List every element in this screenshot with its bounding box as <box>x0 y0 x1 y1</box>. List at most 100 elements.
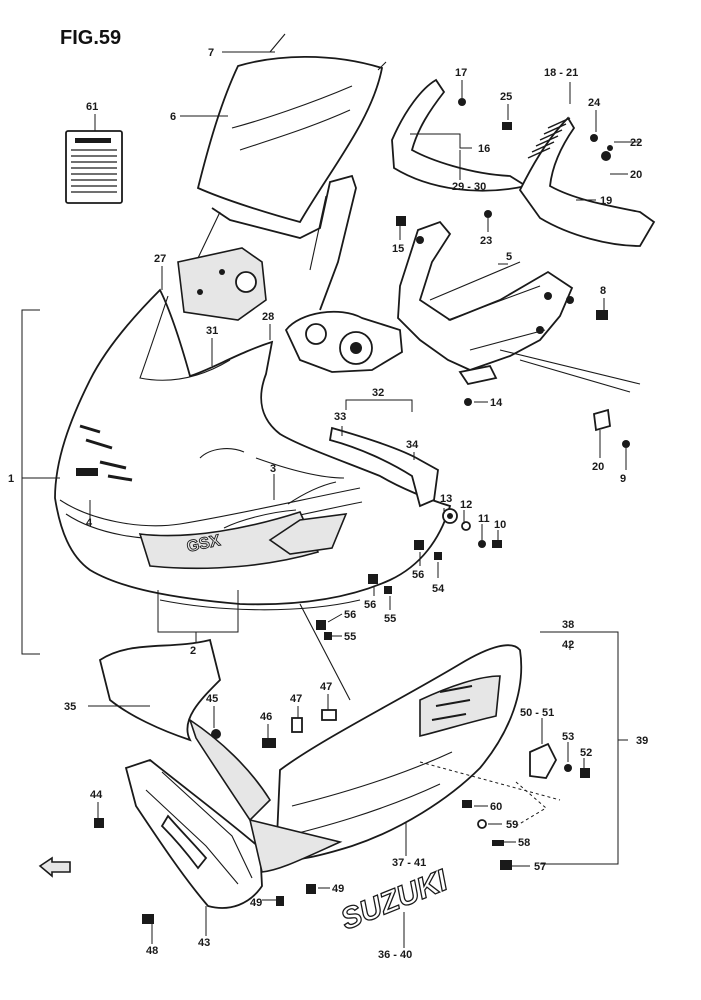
bolt-45 <box>211 729 221 739</box>
figure-title: FIG.59 <box>60 27 121 49</box>
grommet-46 <box>262 738 276 748</box>
label-55a: 55 <box>384 613 396 625</box>
part-1-upper-cowling: GSX <box>54 288 452 606</box>
grommet-47b <box>321 709 337 721</box>
label-61: 61 <box>86 101 98 113</box>
label-6: 6 <box>170 111 176 123</box>
bolt-24 <box>590 134 598 142</box>
label-57: 57 <box>534 861 546 873</box>
label-55b: 55 <box>344 631 356 643</box>
label-24: 24 <box>588 97 601 109</box>
label-47b: 47 <box>320 681 332 693</box>
label-7: 7 <box>208 47 214 59</box>
label-19: 19 <box>600 195 612 207</box>
bolt-49a <box>306 884 316 894</box>
label-8: 8 <box>600 285 606 297</box>
label-35: 35 <box>64 701 76 713</box>
bolt-55a <box>384 586 392 594</box>
label-10: 10 <box>494 519 506 531</box>
clip-20b <box>593 408 611 432</box>
label-54: 54 <box>432 583 445 595</box>
label-59: 59 <box>506 819 518 831</box>
part-under-cowl-bottom <box>248 818 343 873</box>
bolt-57 <box>500 860 512 870</box>
washer-59 <box>477 819 487 829</box>
label-16: 16 <box>478 143 490 155</box>
part-37-lower-cowl <box>275 644 523 862</box>
label-2: 2 <box>190 645 196 657</box>
callout-labels: 7 6 61 17 18 - 21 25 24 22 20 19 16 29 -… <box>8 47 648 961</box>
part-3-decal <box>268 481 348 555</box>
part-5-cowling-brace <box>397 220 641 393</box>
label-49b: 49 <box>250 897 262 909</box>
label-31: 31 <box>206 325 218 337</box>
label-50-51: 50 - 51 <box>520 707 554 719</box>
part-36-suzuki-emblem: SUZUKI <box>336 863 454 937</box>
part-stay-rod <box>299 603 351 701</box>
part-35-inner-panel <box>98 638 272 822</box>
part-16-upper-cover <box>391 78 529 192</box>
label-49a: 49 <box>332 883 344 895</box>
label-39: 39 <box>636 735 648 747</box>
label-23: 23 <box>480 235 492 247</box>
bolt-49b <box>276 896 284 906</box>
label-22: 22 <box>630 137 642 149</box>
collar-11 <box>478 540 486 548</box>
grommet-47a <box>291 717 303 733</box>
bolt-52 <box>580 768 590 778</box>
label-18-21: 18 - 21 <box>544 67 578 79</box>
label-47a: 47 <box>290 693 302 705</box>
label-3: 3 <box>270 463 276 475</box>
label-60: 60 <box>490 801 502 813</box>
label-56a: 56 <box>412 569 424 581</box>
label-13: 13 <box>440 493 452 505</box>
bolt-10 <box>492 540 502 548</box>
label-34: 34 <box>406 439 419 451</box>
label-44: 44 <box>90 789 103 801</box>
label-32: 32 <box>372 387 384 399</box>
label-15: 15 <box>392 243 404 255</box>
part-2-lower-trim <box>159 599 361 611</box>
label-9: 9 <box>620 473 626 485</box>
label-11: 11 <box>478 513 490 525</box>
part-50-bracket <box>529 742 558 779</box>
suzuki-logo: SUZUKI <box>336 864 453 937</box>
washer-12 <box>461 521 471 531</box>
part-19-side-cover <box>518 116 656 247</box>
label-36-40: 36 - 40 <box>378 949 412 961</box>
label-48: 48 <box>146 945 158 957</box>
bolt-15 <box>396 216 406 226</box>
label-43: 43 <box>198 937 210 949</box>
bolt-44 <box>94 818 104 828</box>
label-14: 14 <box>490 397 503 409</box>
collar-58 <box>492 840 504 846</box>
label-42: 42 <box>562 639 574 651</box>
label-53: 53 <box>562 731 574 743</box>
bolt-53 <box>564 764 572 772</box>
label-27: 27 <box>154 253 166 265</box>
label-56c: 56 <box>344 609 356 621</box>
label-25: 25 <box>500 91 512 103</box>
label-58: 58 <box>518 837 530 849</box>
bolt-8 <box>596 310 608 320</box>
part-bracket-frame <box>197 174 357 311</box>
label-5: 5 <box>506 251 512 263</box>
bolt-23 <box>484 210 492 218</box>
part-43-inner-bracket <box>124 758 263 909</box>
bolt-56b <box>368 574 378 584</box>
label-56b: 56 <box>364 599 376 611</box>
bolt-25 <box>502 122 512 130</box>
label-46: 46 <box>260 711 272 723</box>
label-4: 4 <box>86 517 93 529</box>
bolt-14 <box>464 398 472 406</box>
part-6-windscreen <box>196 33 387 224</box>
bolt-56c <box>316 620 326 630</box>
label-20a: 20 <box>630 169 642 181</box>
leader-lines <box>21 51 640 948</box>
bolt-22 <box>607 145 613 151</box>
front-arrow-icon <box>38 856 71 878</box>
part-34-trim-strip <box>328 426 439 508</box>
bolt-56a <box>414 540 424 550</box>
bolt-60 <box>462 800 472 808</box>
